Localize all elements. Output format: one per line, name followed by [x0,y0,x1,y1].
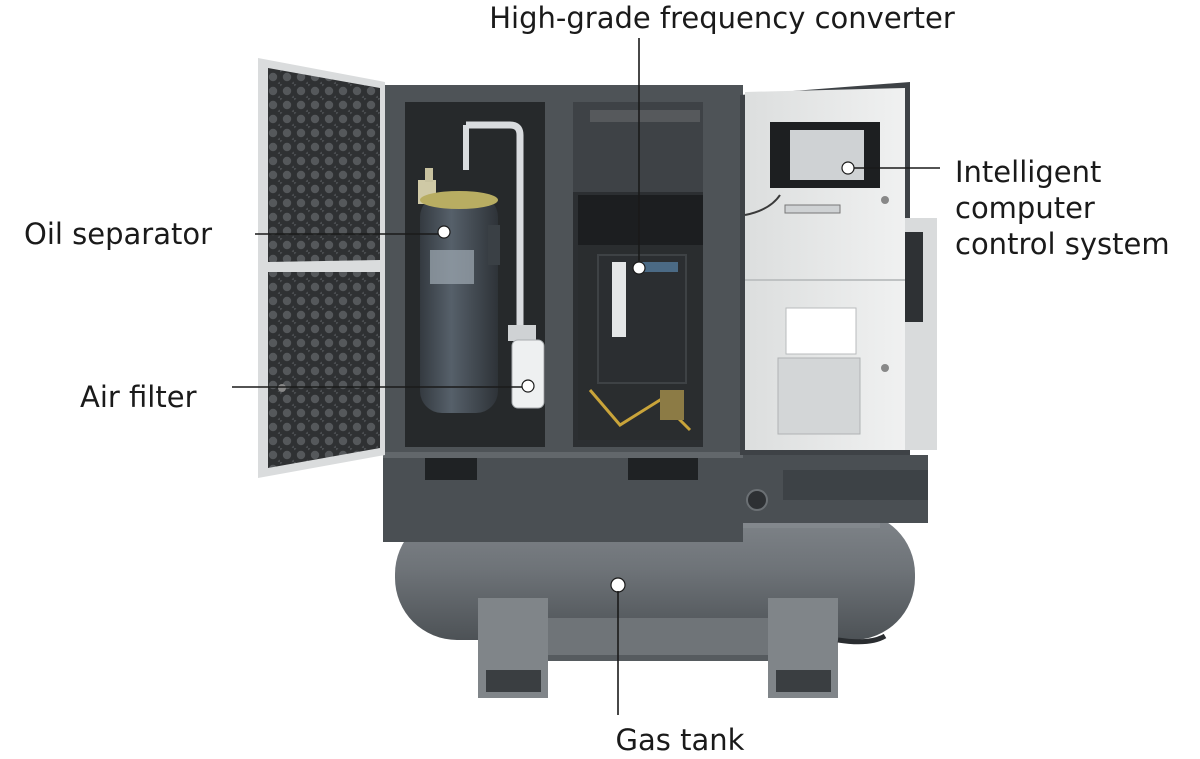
frequency-converter-marker [632,261,646,275]
piping [463,121,536,341]
side-panel [905,218,937,450]
label-intelligent-control-line-1: Intelligent [955,155,1101,189]
label-intelligent-control-line-3: control system [955,227,1170,261]
label-intelligent-control-line-2: computer [955,191,1095,225]
label-frequency-converter: High-grade frequency converter [489,1,955,35]
leader-lines [232,38,940,715]
oil-separator [418,168,500,413]
frequency-converter [588,254,692,432]
air-filter-canister [511,339,545,409]
drain-hose [837,633,887,645]
label-air-filter: Air filter [80,380,197,414]
control-system-marker [841,161,855,175]
left-door [258,58,385,478]
tank-support-feet [478,598,838,698]
right-door [740,82,910,455]
oil-separator-marker [437,225,451,239]
gas-tank-marker [610,577,626,593]
label-gas-tank: Gas tank [616,723,745,757]
label-oil-separator: Oil separator [24,217,212,251]
